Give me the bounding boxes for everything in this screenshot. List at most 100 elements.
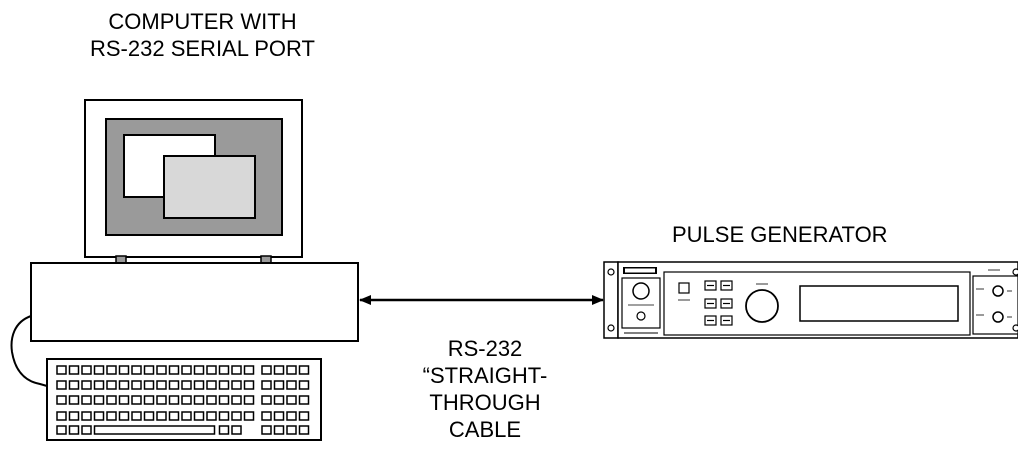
keyboard-key bbox=[206, 380, 217, 390]
pulse-generator bbox=[603, 261, 1018, 339]
keyboard-key bbox=[168, 380, 180, 390]
keyboard-key bbox=[243, 411, 255, 421]
front-panel-buttons bbox=[704, 280, 733, 326]
keyboard-key bbox=[273, 365, 285, 375]
cable-label-line3: THROUGH bbox=[429, 390, 541, 415]
keyboard-key bbox=[206, 395, 217, 405]
keyboard-key bbox=[56, 395, 67, 405]
keyboard-key bbox=[156, 365, 167, 375]
keyboard-key bbox=[286, 395, 297, 405]
keyboard-key bbox=[118, 365, 130, 375]
keyboard-key bbox=[143, 380, 155, 390]
keyboard-key bbox=[273, 395, 285, 405]
keyboard-key bbox=[81, 380, 92, 390]
keyboard-key bbox=[243, 380, 255, 390]
standby-button bbox=[678, 282, 690, 294]
keyboard-key bbox=[68, 365, 80, 375]
keyboard-key bbox=[56, 365, 67, 375]
keyboard-key bbox=[218, 395, 230, 405]
keyboard-key bbox=[81, 395, 92, 405]
keyboard-key bbox=[168, 365, 180, 375]
keyboard-key bbox=[118, 380, 130, 390]
keyboard-key bbox=[56, 425, 67, 435]
keyboard-key bbox=[273, 425, 285, 435]
cable-label: RS-232 “STRAIGHT- THROUGH CABLE bbox=[370, 335, 600, 443]
adjust-knob-icon bbox=[745, 289, 779, 323]
keyboard-key bbox=[261, 365, 272, 375]
keyboard-key bbox=[81, 425, 92, 435]
keyboard-key bbox=[193, 395, 205, 405]
output-b-connector-icon bbox=[992, 311, 1004, 323]
keyboard-key bbox=[273, 380, 285, 390]
keyboard-key bbox=[286, 380, 297, 390]
power-knob-icon bbox=[632, 282, 650, 300]
keyboard-key bbox=[131, 411, 142, 421]
keyboard-key bbox=[156, 411, 167, 421]
keyboard-key bbox=[298, 425, 310, 435]
computer-monitor bbox=[84, 99, 303, 258]
computer-base-unit bbox=[30, 262, 359, 342]
keyboard-key bbox=[106, 380, 117, 390]
window-front bbox=[163, 155, 256, 219]
keyboard-key bbox=[298, 395, 310, 405]
keyboard-key bbox=[68, 380, 80, 390]
keyboard bbox=[46, 358, 322, 441]
keyboard-key bbox=[93, 380, 105, 390]
keyboard-key bbox=[56, 411, 67, 421]
keyboard-key bbox=[231, 411, 242, 421]
keyboard-key bbox=[243, 395, 255, 405]
keyboard-key bbox=[206, 411, 217, 421]
keyboard-key bbox=[81, 365, 92, 375]
keyboard-key bbox=[156, 395, 167, 405]
keyboard-key bbox=[218, 380, 230, 390]
keyboard-key bbox=[93, 395, 105, 405]
keyboard-key bbox=[156, 380, 167, 390]
keyboard-key bbox=[131, 365, 142, 375]
keyboard-key bbox=[118, 395, 130, 405]
keyboard-key bbox=[231, 365, 242, 375]
keyboard-key bbox=[298, 365, 310, 375]
computer-label: COMPUTER WITH RS-232 SERIAL PORT bbox=[40, 8, 365, 62]
keyboard-key bbox=[273, 411, 285, 421]
keyboard-keys bbox=[56, 365, 310, 435]
keyboard-key bbox=[218, 425, 230, 435]
display-window bbox=[799, 285, 959, 322]
keyboard-key bbox=[181, 365, 192, 375]
keyboard-key bbox=[298, 411, 310, 421]
keyboard-key bbox=[68, 411, 80, 421]
keyboard-key bbox=[231, 425, 242, 435]
rack-screw-bottom-icon bbox=[607, 324, 615, 332]
keyboard-key bbox=[218, 411, 230, 421]
keyboard-key bbox=[131, 380, 142, 390]
keyboard-cord bbox=[10, 315, 48, 387]
computer-label-line1: COMPUTER WITH bbox=[108, 9, 297, 34]
keyboard-key bbox=[181, 380, 192, 390]
keyboard-key bbox=[231, 380, 242, 390]
keyboard-key bbox=[243, 365, 255, 375]
keyboard-key bbox=[286, 365, 297, 375]
keyboard-key bbox=[193, 380, 205, 390]
keyboard-key bbox=[218, 365, 230, 375]
output-a-connector-icon bbox=[992, 285, 1004, 297]
keyboard-key bbox=[93, 425, 216, 435]
rack-screw-top-icon bbox=[607, 268, 615, 276]
keyboard-key bbox=[231, 395, 242, 405]
keyboard-key bbox=[286, 425, 297, 435]
cable-label-line2: “STRAIGHT- bbox=[422, 363, 548, 388]
keyboard-key bbox=[56, 380, 67, 390]
keyboard-key bbox=[68, 425, 80, 435]
keyboard-key bbox=[298, 380, 310, 390]
keyboard-key bbox=[93, 411, 105, 421]
keyboard-key bbox=[206, 365, 217, 375]
keyboard-key bbox=[261, 411, 272, 421]
keyboard-key bbox=[193, 411, 205, 421]
keyboard-key bbox=[286, 411, 297, 421]
keyboard-key bbox=[181, 395, 192, 405]
computer-label-line2: RS-232 SERIAL PORT bbox=[90, 36, 315, 61]
keyboard-key bbox=[68, 395, 80, 405]
keyboard-key bbox=[81, 411, 92, 421]
output-connector-icon bbox=[636, 311, 646, 321]
keyboard-key bbox=[193, 365, 205, 375]
keyboard-key bbox=[168, 395, 180, 405]
